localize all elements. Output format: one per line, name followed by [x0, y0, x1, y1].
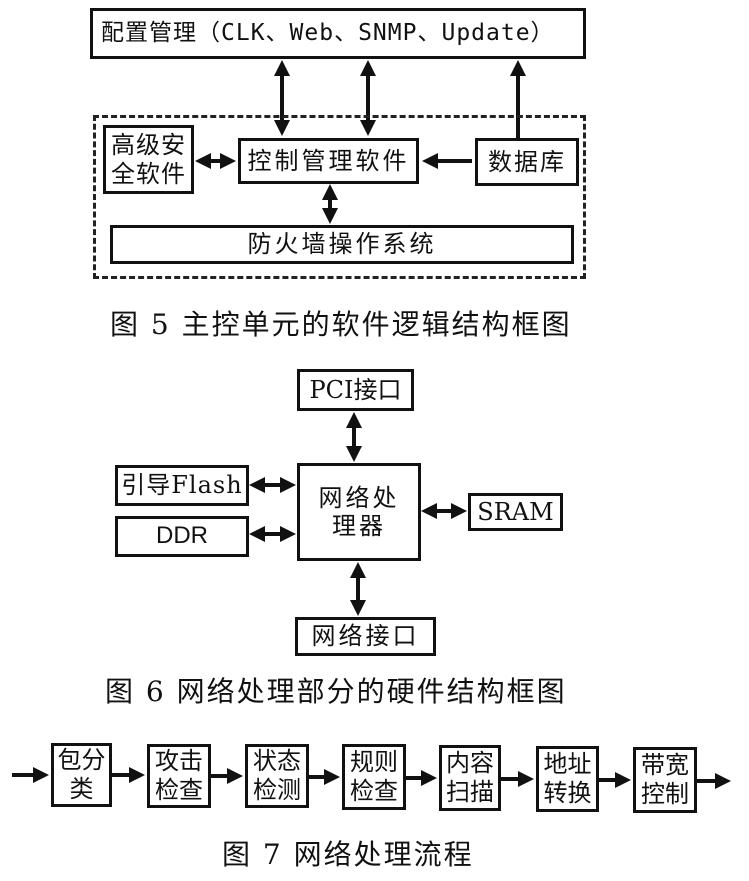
flow-step-address-translate: 地址 转换: [536, 746, 599, 812]
flow-step-label-line2: 类: [69, 775, 94, 803]
flow-step-label-line1: 内容: [446, 749, 494, 778]
control-management-label: 控制管理软件: [247, 146, 410, 175]
flow-step-label-line1: 规则: [350, 748, 398, 777]
firewall-os-label: 防火墙操作系统: [247, 230, 437, 259]
pci-interface-label: PCI接口: [309, 375, 402, 404]
config-management-box: 配置管理（CLK、Web、SNMP、Update）: [90, 8, 586, 59]
flow-step-attack-check: 攻击 检查: [147, 744, 211, 808]
ddr-box: DDR: [115, 516, 249, 557]
flow-step-label-line1: 状态: [253, 747, 301, 776]
network-processor-box: 网络处理器: [297, 463, 421, 561]
flow-step-state-detect: 状态 检测: [245, 744, 309, 808]
boot-flash-label: 引导Flash: [121, 471, 243, 500]
flow-step-label-line2: 控制: [641, 780, 689, 808]
pci-interface-box: PCI接口: [297, 369, 414, 411]
flow-step-packet-classify: 包分 类: [51, 743, 112, 807]
main-control-unit-boundary: [93, 115, 586, 279]
flow-step-content-scan: 内容 扫描: [439, 745, 501, 811]
flow-step-label-line2: 检查: [155, 776, 203, 804]
sram-label: SRAM: [477, 497, 554, 526]
config-management-label: 配置管理（CLK、Web、SNMP、Update）: [101, 19, 555, 46]
network-processor-label: 网络处理器: [318, 483, 400, 540]
figure5-caption: 图 5 主控单元的软件逻辑结构框图: [110, 308, 572, 341]
flow-step-label-line1: 攻击: [155, 747, 203, 776]
flow-step-label-line2: 检测: [253, 776, 301, 804]
flow-step-label-line2: 扫描: [446, 778, 494, 806]
network-interface-box: 网络接口: [295, 617, 436, 656]
flow-step-bandwidth-control: 带宽 控制: [633, 747, 697, 813]
sram-box: SRAM: [468, 493, 563, 531]
flow-step-label-line2: 转换: [543, 779, 592, 807]
database-label: 数据库: [488, 147, 566, 176]
boot-flash-box: 引导Flash: [115, 465, 249, 506]
flow-step-label-line1: 地址: [543, 750, 592, 779]
ddr-label: DDR: [156, 522, 208, 550]
figure6-caption: 图 6 网络处理部分的硬件结构框图: [105, 675, 567, 708]
network-interface-label: 网络接口: [311, 622, 420, 651]
flow-step-label-line2: 检查: [350, 777, 398, 805]
figure7-caption: 图 7 网络处理流程: [222, 838, 474, 871]
flow-step-label-line1: 带宽: [641, 751, 689, 780]
advanced-security-box: 高级安全软件: [103, 125, 194, 194]
flow-step-label-line1: 包分: [57, 746, 106, 775]
advanced-security-label: 高级安全软件: [111, 131, 186, 188]
flow-step-rule-check: 规则 检查: [342, 744, 406, 810]
control-management-box: 控制管理软件: [238, 138, 419, 184]
database-box: 数据库: [475, 138, 579, 186]
firewall-os-box: 防火墙操作系统: [110, 225, 574, 264]
